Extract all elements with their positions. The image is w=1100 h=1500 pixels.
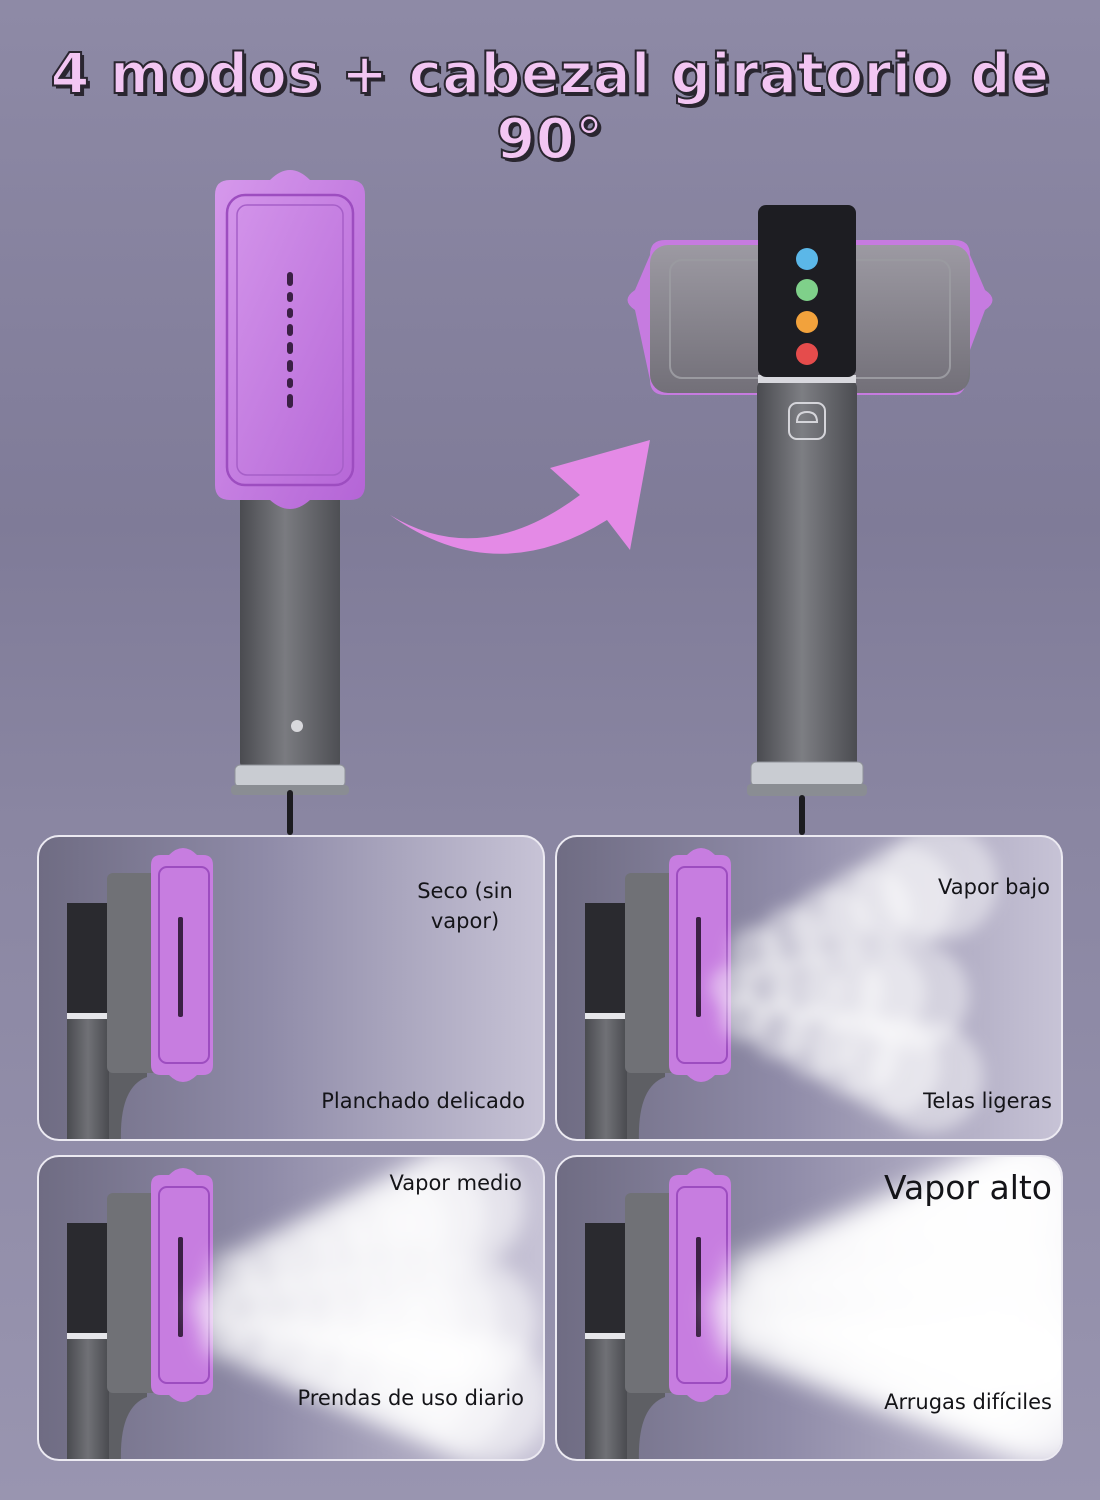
mode-subtitle: Prendas de uso diario [297,1386,524,1410]
steamer-rotated-view [627,205,993,796]
power-cord-left [287,790,293,835]
mode-subtitle: Telas ligeras [923,1089,1052,1113]
mode-title: Seco (sin vapor) [417,879,513,933]
mode-title: Vapor bajo [938,875,1050,899]
headline: 4 modos + cabezal giratorio de 90° [50,41,1051,173]
mode-subtitle: Planchado delicado [321,1089,525,1113]
mode-panel-low-steam [555,835,1063,1141]
mode-subtitle: Arrugas difíciles [884,1390,1052,1414]
steamer-front-view [215,170,365,795]
mode-panel-dry [37,835,545,1141]
power-cord-right [799,795,805,835]
steamer-side-illustration [585,837,998,1139]
steam-cloud [192,1157,543,1459]
steamer-side-illustration [67,848,213,1139]
mode-panel-medium-steam [37,1155,545,1461]
steam-cloud [710,1157,1061,1459]
arrow-rotate-icon [390,440,650,554]
mode-title: Vapor medio [389,1171,522,1195]
mode-title: Vapor alto [884,1168,1052,1207]
mode-panel-high-steam [555,1155,1063,1461]
steamer-side-illustration [67,1157,543,1459]
steamer-side-illustration [585,1157,1061,1459]
steam-cloud [710,837,998,1133]
